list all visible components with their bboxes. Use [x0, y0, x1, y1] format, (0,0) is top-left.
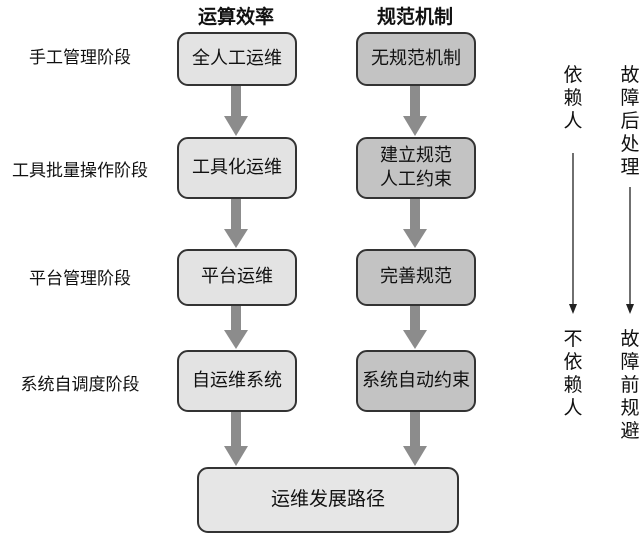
- arrow-mechanism-2: [403, 199, 427, 248]
- box-mechanism-none: 无规范机制: [356, 32, 476, 86]
- header-mechanism: 规范机制: [376, 6, 453, 28]
- box-development-path: 运维发展路径: [197, 467, 459, 533]
- stage-label-self-scheduling: 系统自调度阶段: [20, 375, 140, 395]
- arrow-fault-handling: [626, 187, 634, 314]
- arrow-mechanism-4: [403, 412, 427, 466]
- stage-label-manual: 手工管理阶段: [29, 48, 131, 68]
- arrow-mechanism-3: [403, 306, 427, 349]
- side-text-post-fault: 故障后处理: [620, 64, 640, 178]
- arrow-efficiency-4: [224, 412, 248, 466]
- arrow-mechanism-1: [403, 86, 427, 136]
- arrow-efficiency-1: [224, 86, 248, 136]
- stage-label-tools: 工具批量操作阶段: [12, 161, 148, 181]
- box-efficiency-manual: 全人工运维: [177, 32, 297, 86]
- stage-label-platform: 平台管理阶段: [29, 269, 131, 289]
- box-mechanism-refine: 完善规范: [356, 249, 476, 306]
- arrow-efficiency-2: [224, 199, 248, 248]
- box-efficiency-tools: 工具化运维: [177, 137, 297, 199]
- side-text-dependent: 依赖人: [563, 64, 583, 132]
- arrow-dependency: [569, 153, 577, 314]
- side-text-independent: 不依赖人: [563, 328, 583, 419]
- side-text-pre-fault: 故障前规避: [620, 328, 640, 442]
- box-efficiency-self: 自运维系统: [177, 350, 297, 412]
- box-mechanism-manual-constraint: 建立规范 人工约束: [356, 137, 476, 199]
- header-efficiency: 运算效率: [197, 6, 274, 28]
- arrow-efficiency-3: [224, 306, 248, 349]
- box-mechanism-auto: 系统自动约束: [356, 350, 476, 412]
- box-efficiency-platform: 平台运维: [177, 249, 297, 306]
